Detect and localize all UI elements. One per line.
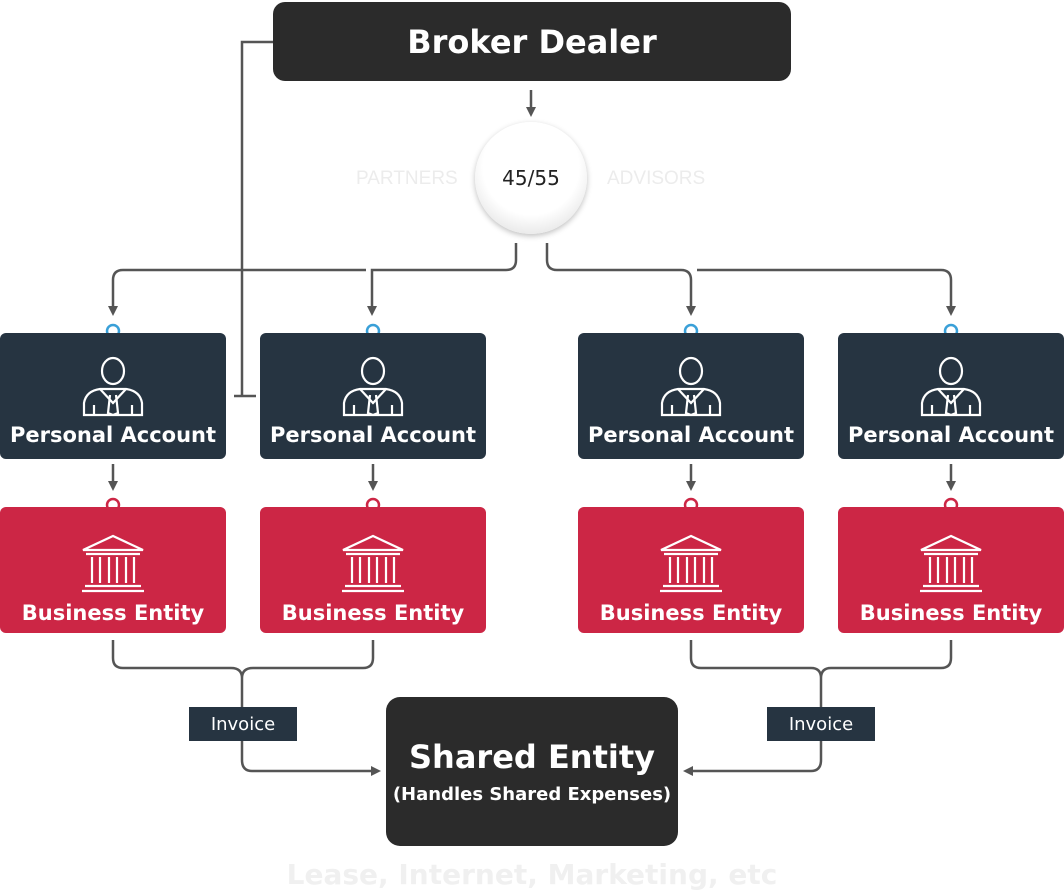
invoice-badge-left: Invoice	[189, 707, 297, 741]
personal-account-3: Personal Account	[578, 333, 804, 459]
advisors-label: ADVISORS	[607, 168, 706, 189]
personal-account-2: Personal Account	[260, 333, 486, 459]
connector-ratio-to-left	[367, 243, 518, 316]
connector-right-to-shared	[683, 678, 823, 776]
person-icon	[82, 356, 144, 417]
personal-account-1: Personal Account	[0, 333, 226, 459]
split-ratio-circle: 45/55	[475, 122, 587, 234]
connector-left-to-shared	[240, 678, 381, 776]
business-entity-label: Business Entity	[599, 601, 783, 625]
personal-account-label: Personal Account	[587, 423, 795, 447]
connector-broker-left-bracket	[240, 40, 273, 396]
bank-icon	[82, 534, 144, 593]
split-ratio: 45/55	[502, 166, 560, 190]
business-entity-1: Business Entity	[0, 507, 226, 633]
connector-right-merge	[689, 640, 953, 679]
person-icon	[920, 356, 982, 417]
expenses-footer: Lease, Internet, Marketing, etc	[286, 858, 778, 891]
invoice-badge-right: Invoice	[767, 707, 875, 741]
connector-ratio-to-right	[545, 243, 696, 316]
personal-account-label: Personal Account	[269, 423, 477, 447]
bank-icon	[660, 534, 722, 593]
business-entity-2: Business Entity	[260, 507, 486, 633]
business-entity-3: Business Entity	[578, 507, 804, 633]
invoice-label: Invoice	[788, 713, 854, 735]
connector-left-merge	[111, 640, 375, 679]
person-icon	[660, 356, 722, 417]
broker-dealer-box: Broker Dealer	[273, 2, 791, 81]
personal-account-4: Personal Account	[838, 333, 1064, 459]
business-entity-label: Business Entity	[281, 601, 465, 625]
shared-entity-subtitle: (Handles Shared Expenses)	[392, 784, 672, 805]
person-icon	[342, 356, 404, 417]
connector-left-branch	[108, 268, 366, 316]
connector-right-branch	[697, 268, 956, 316]
partners-label: PARTNERS	[356, 168, 458, 189]
business-entity-label: Business Entity	[21, 601, 205, 625]
business-entity-label: Business Entity	[859, 601, 1043, 625]
broker-dealer-title: Broker Dealer	[407, 22, 657, 61]
bank-icon	[342, 534, 404, 593]
shared-entity-box: Shared Entity (Handles Shared Expenses)	[386, 697, 678, 846]
business-entity-4: Business Entity	[838, 507, 1064, 633]
bank-icon	[920, 534, 982, 593]
shared-entity-title: Shared Entity	[408, 738, 655, 776]
personal-account-label: Personal Account	[847, 423, 1055, 447]
invoice-label: Invoice	[210, 713, 276, 735]
personal-account-label: Personal Account	[9, 423, 217, 447]
